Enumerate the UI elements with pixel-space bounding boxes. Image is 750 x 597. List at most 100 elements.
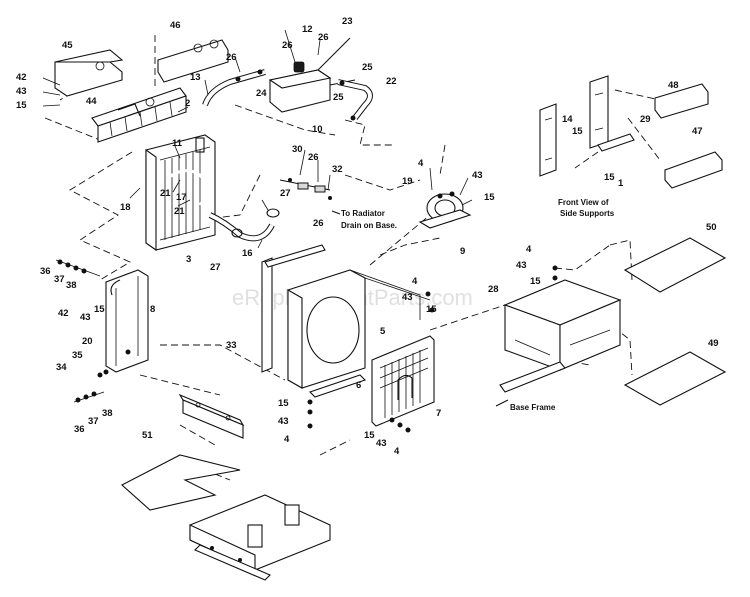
callout-11: 11 [172,138,183,149]
callout-6: 6 [356,380,361,391]
callout-15: 15 [94,304,105,315]
callout-2: 2 [185,98,190,109]
callout-16: 16 [242,248,253,259]
part-44-bracket [91,87,187,143]
callout-14: 14 [562,114,573,125]
hardware-group-center [307,291,435,433]
callout-4: 4 [284,434,290,445]
part-7-grille-panel [371,335,435,427]
callout-24: 24 [256,88,267,99]
callout-15: 15 [530,276,541,287]
note-side-supports: Front View of Side Supports [558,198,615,218]
callout-34: 34 [56,362,67,373]
part-3-radiator [145,134,216,252]
callout-43: 43 [376,438,387,449]
part-bracket-lower [178,393,245,439]
note-base-frame: Base Frame [495,399,556,412]
part-51-floor-plate [121,454,241,511]
note-radiator-drain: To Radiator Drain on Base. [331,209,397,230]
part-8-support-frame [105,269,149,373]
part-45-panel [54,49,124,97]
callout-37: 37 [88,416,99,427]
callout-42: 42 [58,308,69,319]
note-side-supports-line2: Side Supports [560,209,615,218]
side-supports-front-view [539,75,635,177]
callout-43: 43 [402,292,413,303]
part-49-plate [623,351,727,406]
callout-25: 25 [333,92,344,103]
callout-4: 4 [418,158,424,169]
part-46-panel [157,39,229,83]
callout-21: 21 [174,206,185,217]
callout-leaders [42,29,473,249]
callout-43: 43 [80,312,91,323]
hardware-group-upper [55,259,101,277]
callout-48: 48 [668,80,679,91]
callout-18: 18 [120,202,131,213]
callout-38: 38 [102,408,113,419]
callout-17: 17 [176,192,187,203]
callout-46: 46 [170,20,181,31]
callout-43: 43 [16,86,27,97]
callout-37: 37 [54,274,65,285]
part-6-rail [308,374,367,398]
callout-43: 43 [278,416,289,427]
callout-26: 26 [318,32,329,43]
note-base-frame-label: Base Frame [510,403,556,412]
callout-21: 21 [160,188,171,199]
callout-36: 36 [74,424,85,435]
callout-15: 15 [364,430,375,441]
callout-23: 23 [342,16,353,27]
callout-51: 51 [142,430,153,441]
callout-45: 45 [62,40,73,51]
part-50-plate [623,237,727,293]
callout-35: 35 [72,350,83,361]
callout-49: 49 [708,338,719,349]
part-16-hose-lower [208,208,280,242]
callout-29: 29 [640,114,651,125]
callout-33: 33 [226,340,237,351]
part-5-fan-shroud [287,269,431,389]
callout-26: 26 [282,40,293,51]
callout-labels: 45 46 42 43 15 44 2 13 26 12 26 26 23 24… [16,16,719,457]
callout-13: 13 [190,72,201,83]
callout-5: 5 [380,326,386,337]
callout-7: 7 [436,408,441,419]
part-47-panel [664,151,723,189]
callout-10: 10 [312,124,323,135]
callout-27: 27 [280,188,291,199]
callout-4: 4 [526,244,532,255]
callout-47: 47 [692,126,703,137]
callout-4: 4 [394,446,400,457]
callout-27: 27 [210,262,221,273]
callout-1: 1 [618,178,624,189]
callout-8: 8 [150,304,155,315]
callout-15: 15 [604,172,615,183]
callout-26: 26 [226,52,237,63]
base-assembly-lower [189,494,331,581]
callout-28: 28 [488,284,499,295]
part-23-tube [317,37,351,71]
callout-36: 36 [40,266,51,277]
callout-32: 32 [332,164,343,175]
part-28-base-frame [499,265,622,393]
part-32-drain-fitting [279,178,332,200]
callout-15: 15 [426,304,437,315]
callout-30: 30 [292,144,303,155]
callout-38: 38 [66,280,77,291]
part-22-hose [337,79,373,121]
hardware-group-lower [73,369,109,403]
part-17-hose [167,169,208,206]
callout-26: 26 [308,152,319,163]
note-side-supports-line1: Front View of [558,198,609,207]
callout-43: 43 [472,170,483,181]
part-33-strip [261,244,326,373]
callout-42: 42 [16,72,27,83]
callout-12: 12 [302,24,313,35]
part-13-hose-upper [202,69,266,107]
part-9-clamp-bracket [418,191,472,229]
callout-15: 15 [572,126,583,137]
callout-44: 44 [86,96,97,107]
callout-15: 15 [278,398,289,409]
